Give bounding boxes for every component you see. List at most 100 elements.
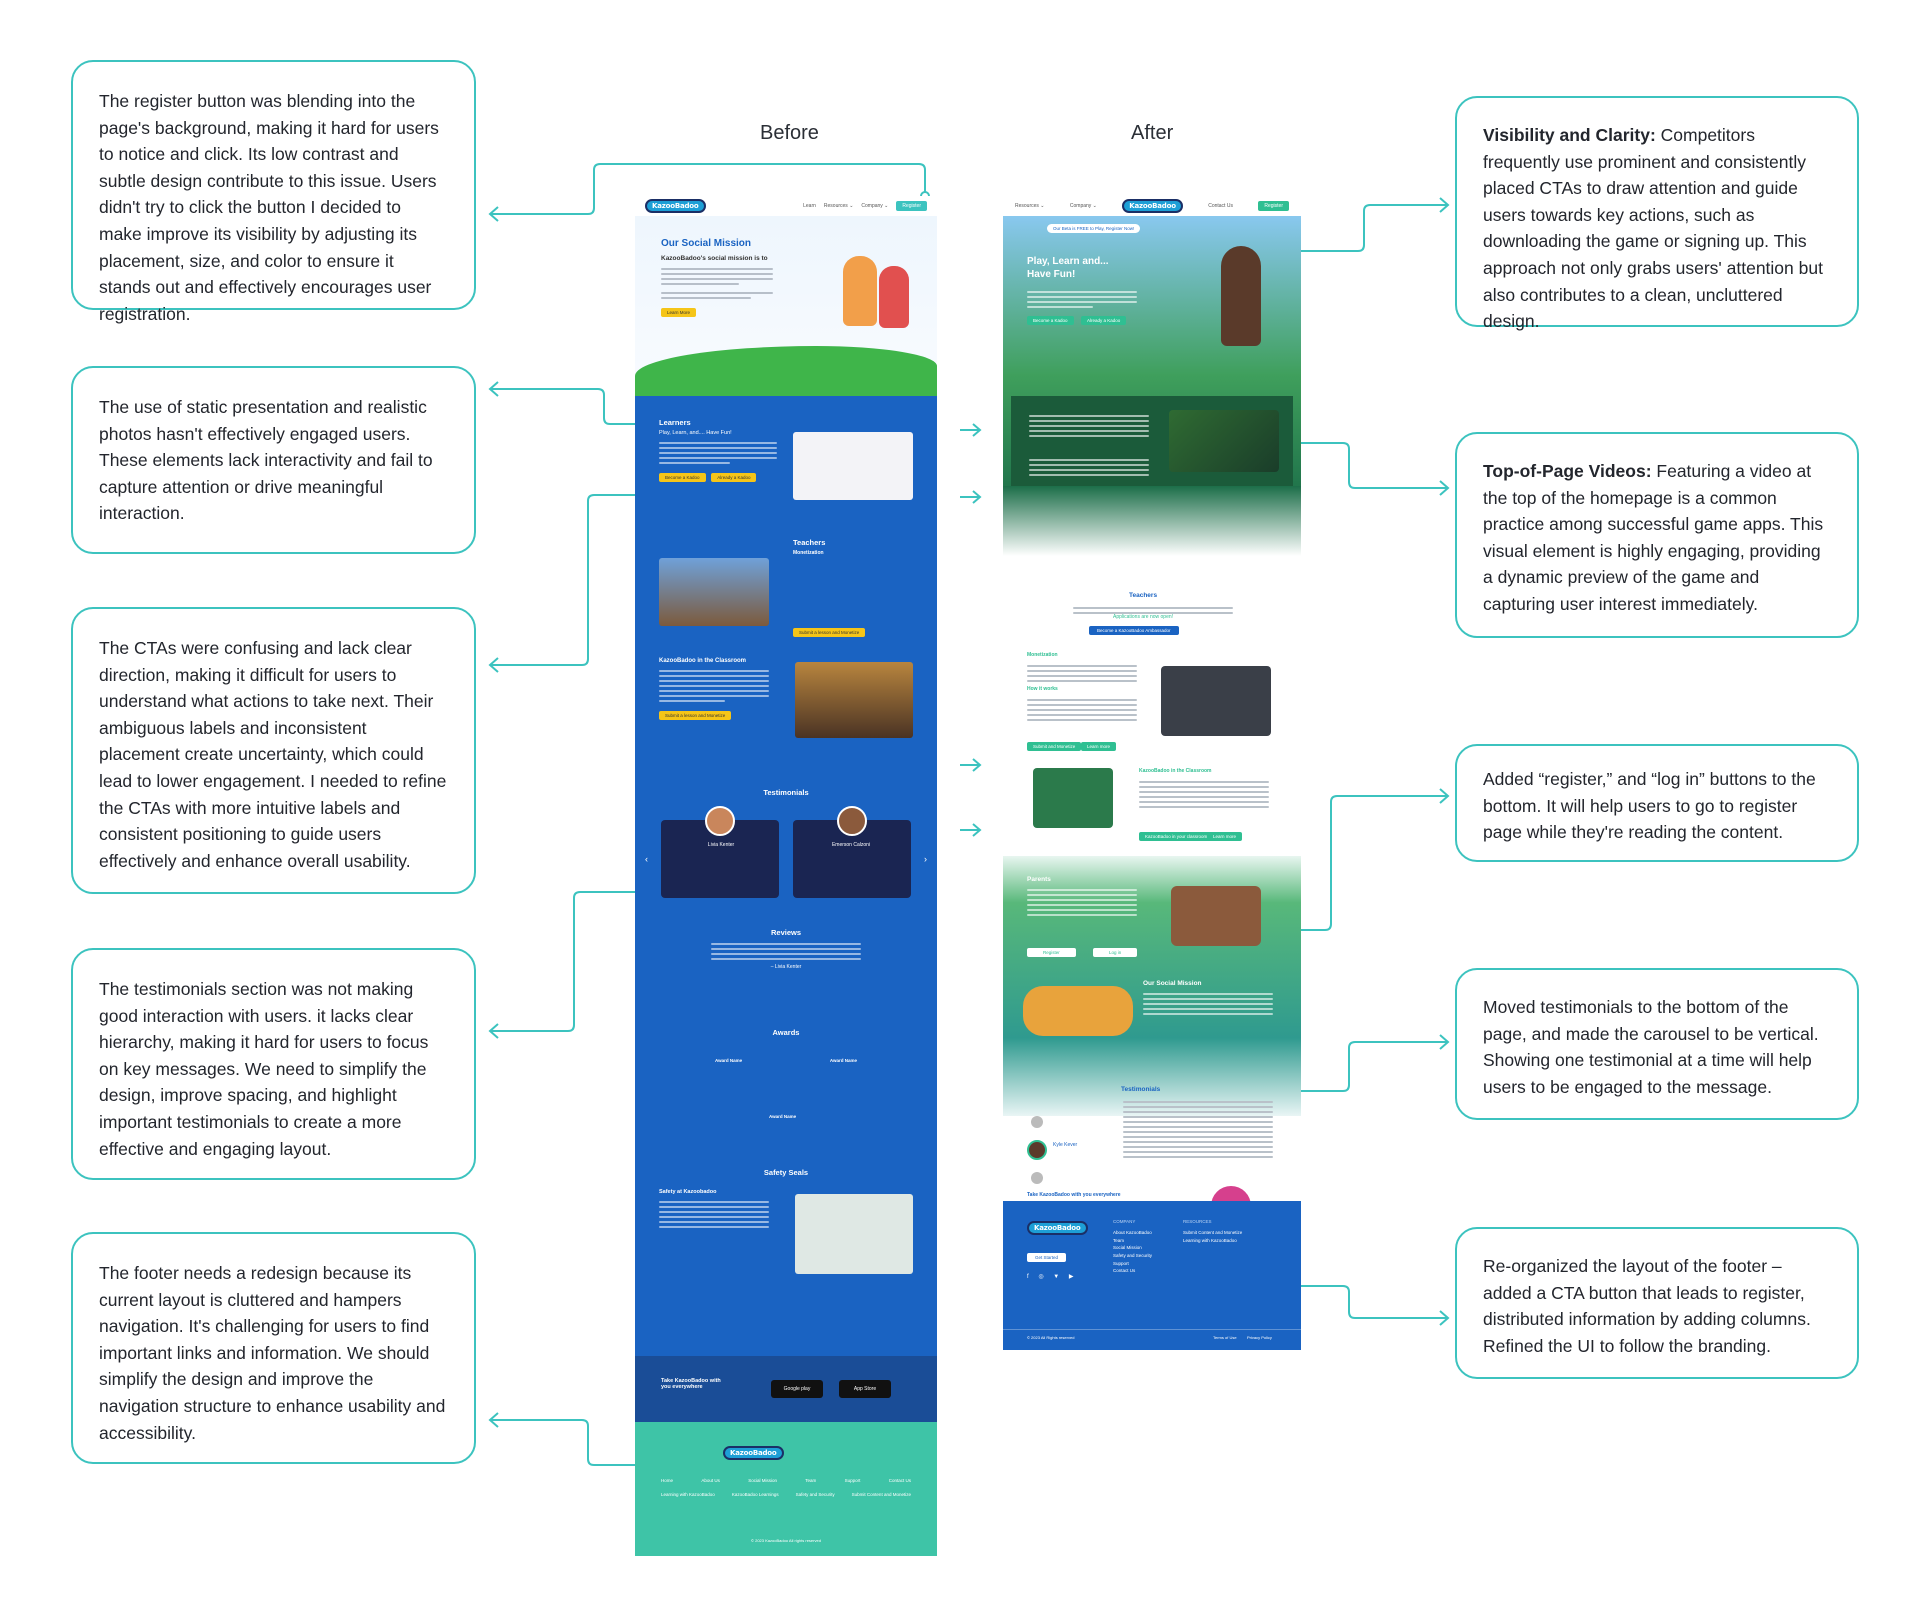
before-learners-section: Learners Play, Learn, and.... Have Fun! … xyxy=(635,408,937,528)
before-footer: KazooBadoo Home About Us Social Mission … xyxy=(635,1422,937,1556)
note-footer: The footer needs a redesign because its … xyxy=(71,1232,476,1464)
after-footer-link[interactable]: Social Mission xyxy=(1113,1245,1142,1251)
after-footer-col-company: COMPANY xyxy=(1113,1219,1136,1224)
before-nav-company[interactable]: Company ⌄ xyxy=(861,203,889,209)
before-nav-resources[interactable]: Resources ⌄ xyxy=(823,203,854,209)
before-hero-text xyxy=(661,268,773,299)
before-teachers-section: Teachers Monetization Submit a lesson an… xyxy=(635,528,937,648)
before-footer-link[interactable]: Submit Content and Monetize xyxy=(851,1492,911,1497)
before-footer-link[interactable]: Team xyxy=(805,1478,817,1483)
after-learn-more-button[interactable]: Learn more xyxy=(1081,742,1117,751)
arrow-heads-right xyxy=(1439,197,1450,1326)
after-page-mockup: Resources ⌄ Company ⌄ KazooBadoo Contact… xyxy=(1003,196,1301,1350)
after-video-thumbnail[interactable] xyxy=(1169,410,1279,472)
after-classroom-learn-button[interactable]: Learn more xyxy=(1207,832,1243,841)
before-register-button[interactable]: Register xyxy=(896,201,927,211)
after-footer-link[interactable]: Team xyxy=(1113,1237,1125,1243)
after-hero-fade xyxy=(1003,486,1301,556)
after-already-kadoo-button[interactable]: Already a Kadoo xyxy=(1081,316,1127,325)
note-top-videos: Top-of-Page Videos: Featuring a video at… xyxy=(1455,432,1859,638)
before-hero: Our Social Mission KazooBadoo's social m… xyxy=(635,216,937,396)
after-promo-pill[interactable]: Our Beta is FREE to Play, Register Now! xyxy=(1047,224,1141,233)
after-testimonial-avatar-active[interactable] xyxy=(1027,1140,1047,1160)
before-carousel-prev-icon[interactable]: ‹ xyxy=(645,854,648,864)
after-footer-link[interactable]: Learning with KazooBadoo xyxy=(1183,1237,1237,1243)
before-teachers-photo xyxy=(659,558,769,626)
after-footer-divider xyxy=(1003,1329,1301,1330)
note-static-photos: The use of static presentation and reali… xyxy=(71,366,476,554)
note-video-title: Top-of-Page Videos: xyxy=(1483,461,1652,481)
note-vertical-testimonials: Moved testimonials to the bottom of the … xyxy=(1455,968,1859,1120)
after-hero-illustration-kids xyxy=(1221,246,1261,346)
after-parents-register-button[interactable]: Register xyxy=(1027,948,1076,957)
before-nav-links: Learn Resources ⌄ Company ⌄ Register xyxy=(803,201,927,211)
before-award-1: Award Name xyxy=(715,1058,743,1063)
before-footer-link[interactable]: Contact Us xyxy=(888,1478,911,1483)
after-footer-link[interactable]: About KazooBadoo xyxy=(1113,1230,1152,1235)
before-footer-link[interactable]: Support xyxy=(844,1478,861,1483)
before-review-author: – Livia Kenter xyxy=(770,964,802,970)
after-parents-login-button[interactable]: Log in xyxy=(1093,948,1138,957)
after-footer-link[interactable]: Submit Content and Monetize xyxy=(1183,1230,1243,1235)
after-copyright: © 2023 All Rights reserved xyxy=(1027,1335,1075,1340)
after-footer-link[interactable]: Support xyxy=(1113,1260,1129,1266)
before-hero-title: Our Social Mission xyxy=(661,238,752,249)
before-learn-more-button[interactable]: Learn More xyxy=(661,308,697,317)
before-google-play-badge[interactable]: Google play xyxy=(771,1380,823,1398)
after-mission-title: Our Social Mission xyxy=(1143,980,1202,987)
before-awards-title: Awards xyxy=(772,1028,800,1037)
before-monetization-label: Monetization xyxy=(793,550,824,556)
before-footer-link[interactable]: Home xyxy=(661,1478,674,1483)
before-testimonial-name-2: Emerson Calzoni xyxy=(831,842,871,848)
before-classroom-section: KazooBadoo in the Classroom Submit a les… xyxy=(635,648,937,778)
after-footer-link[interactable]: Safety and Security xyxy=(1113,1252,1153,1258)
before-app-store-badge[interactable]: App Store xyxy=(839,1380,891,1398)
after-teachers-title: Teachers xyxy=(1129,592,1158,599)
before-footer-link[interactable]: KazooBadoo Learnings xyxy=(731,1492,779,1497)
after-privacy-link[interactable]: Privacy Policy xyxy=(1247,1335,1272,1340)
after-nav-contact[interactable]: Contact Us xyxy=(1208,203,1233,209)
before-app-banner: Take KazooBadoo with you everywhere Goog… xyxy=(635,1356,937,1422)
after-testimonial-avatar-small[interactable] xyxy=(1031,1116,1043,1128)
before-footer-link[interactable]: Learning with KazooBadoo xyxy=(661,1492,715,1497)
before-reviews-title: Reviews xyxy=(770,928,802,937)
before-become-kadoo-button[interactable]: Become a Kadoo xyxy=(659,473,706,482)
before-testimonials-section: Testimonials Livia Kenter Emerson Calzon… xyxy=(635,778,937,918)
after-footer-resource-links: Submit Content and Monetize Learning wit… xyxy=(1183,1229,1242,1244)
note-footer-redesign: Re-organized the layout of the footer – … xyxy=(1455,1227,1859,1379)
after-register-button[interactable]: Register xyxy=(1258,201,1289,211)
before-footer-link[interactable]: Safety and Security xyxy=(795,1492,835,1497)
before-classroom-submit-button[interactable]: Submit a lesson and Monetize xyxy=(659,711,732,720)
after-testimonial-avatar-small[interactable] xyxy=(1031,1172,1043,1184)
before-classroom-photo xyxy=(795,662,913,738)
before-nav-learn[interactable]: Learn xyxy=(803,203,816,209)
after-parents-illustration xyxy=(1171,886,1261,946)
before-carousel-next-icon[interactable]: › xyxy=(924,854,927,864)
before-already-kadoo-button[interactable]: Already a Kadoo xyxy=(711,473,757,482)
after-nav-company[interactable]: Company ⌄ xyxy=(1069,203,1097,209)
after-footer-link[interactable]: Contact Us xyxy=(1113,1268,1136,1274)
before-footer-link[interactable]: About Us xyxy=(701,1478,720,1483)
after-become-kadoo-button[interactable]: Become a Kadoo xyxy=(1027,316,1074,325)
after-footer-company-links: About KazooBadoo Team Social Mission Saf… xyxy=(1113,1229,1152,1275)
after-nav-resources[interactable]: Resources ⌄ xyxy=(1015,203,1045,209)
before-logo: KazooBadoo xyxy=(645,199,706,213)
after-social-icons[interactable]: f ◎ ▼ ▶ xyxy=(1027,1274,1078,1280)
after-terms-link[interactable]: Terms of Use xyxy=(1213,1335,1237,1340)
after-monetization-label: Monetization xyxy=(1027,652,1058,658)
before-hero-illustration-girl xyxy=(879,266,909,328)
before-testimonial-name-1: Livia Kenter xyxy=(707,842,735,848)
before-learners-diagram-image xyxy=(793,432,913,500)
before-submit-lesson-button[interactable]: Submit a lesson and Monetize xyxy=(793,628,866,637)
after-classroom-button[interactable]: KazooBadoo in your classroom xyxy=(1139,832,1214,841)
after-ambassador-button[interactable]: Become a KazooBadoo Ambassador xyxy=(1089,626,1179,635)
after-testimonials-title: Testimonials xyxy=(1121,1086,1161,1093)
after-get-started-button[interactable]: Get Started xyxy=(1027,1253,1067,1262)
before-safety-sub: Safety at Kazoobadoo xyxy=(659,1189,717,1195)
after-how-it-works: How it works xyxy=(1027,686,1058,692)
before-footer-link[interactable]: Social Mission xyxy=(748,1478,777,1483)
before-footer-logo: KazooBadoo xyxy=(723,1446,784,1460)
before-safety-photo xyxy=(795,1194,913,1274)
after-submit-monetize-button[interactable]: Submit and Monetize xyxy=(1027,742,1082,751)
after-logo: KazooBadoo xyxy=(1122,199,1183,213)
